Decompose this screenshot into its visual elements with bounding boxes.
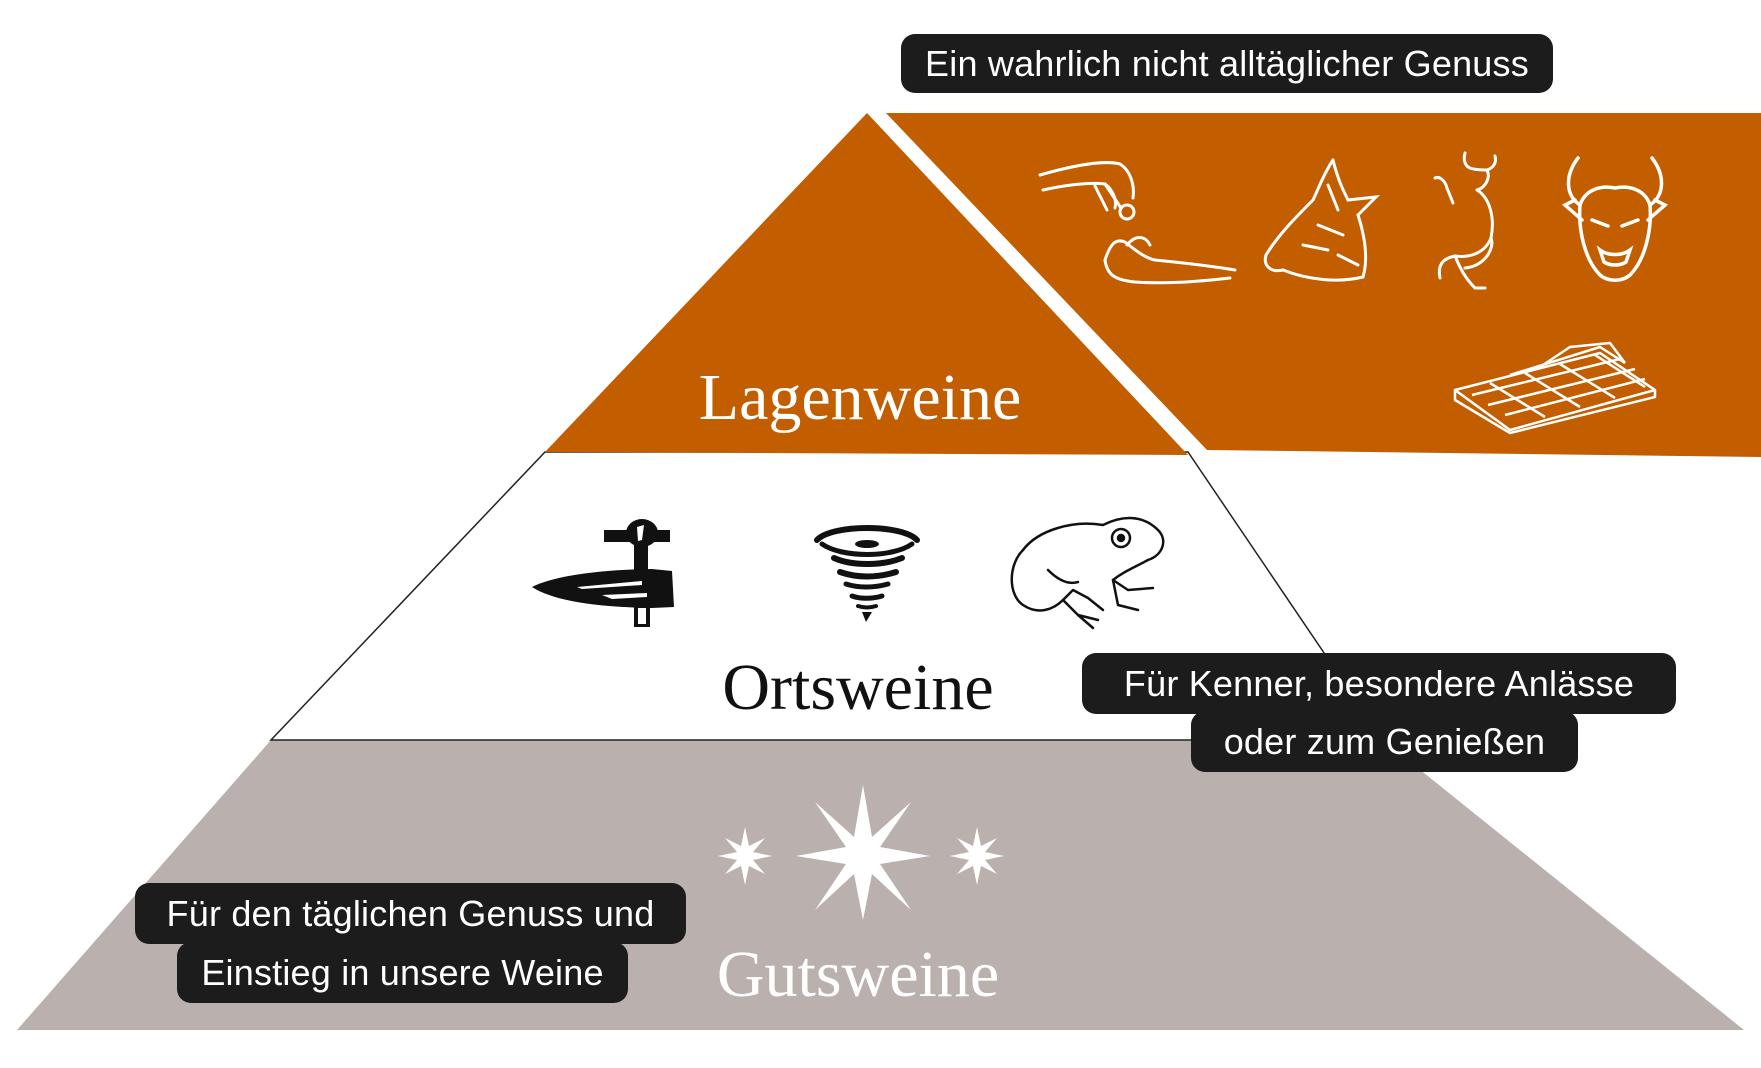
bottom-callout-line1: Für den täglichen Genuss und (135, 883, 686, 944)
hammer-chisel-icon (532, 519, 674, 627)
middle-callout-line1: Für Kenner, besondere Anlässe (1082, 653, 1676, 714)
ortsweine-label: Ortsweine (722, 651, 994, 724)
bottom-callout-line2: Einstieg in unsere Weine (177, 942, 628, 1003)
lagenweine-extension-band (886, 113, 1761, 457)
gutsweine-label: Gutsweine (716, 938, 1000, 1011)
gold-bars-icon (1453, 341, 1657, 435)
middle-callout-line2: oder zum Genießen (1191, 711, 1578, 772)
frog-icon (1010, 516, 1165, 630)
lagenweine-tier (545, 113, 1188, 455)
demon-mask-icon (1561, 156, 1669, 282)
small-star-icon (718, 827, 772, 885)
top-callout: Ein wahrlich nicht alltäglicher Genuss (901, 34, 1553, 93)
small-star-icon (950, 827, 1004, 885)
gutsweine-stars (718, 785, 1004, 920)
large-star-icon (796, 785, 930, 920)
devil-bull-icon (1433, 151, 1497, 290)
top-callout-text: Ein wahrlich nicht alltäglicher Genuss (925, 42, 1529, 84)
tornado-icon (814, 525, 920, 622)
boar-head-icon (1263, 158, 1381, 282)
lagenweine-label: Lagenweine (698, 361, 1022, 434)
hands-coin-icon (1038, 161, 1237, 285)
